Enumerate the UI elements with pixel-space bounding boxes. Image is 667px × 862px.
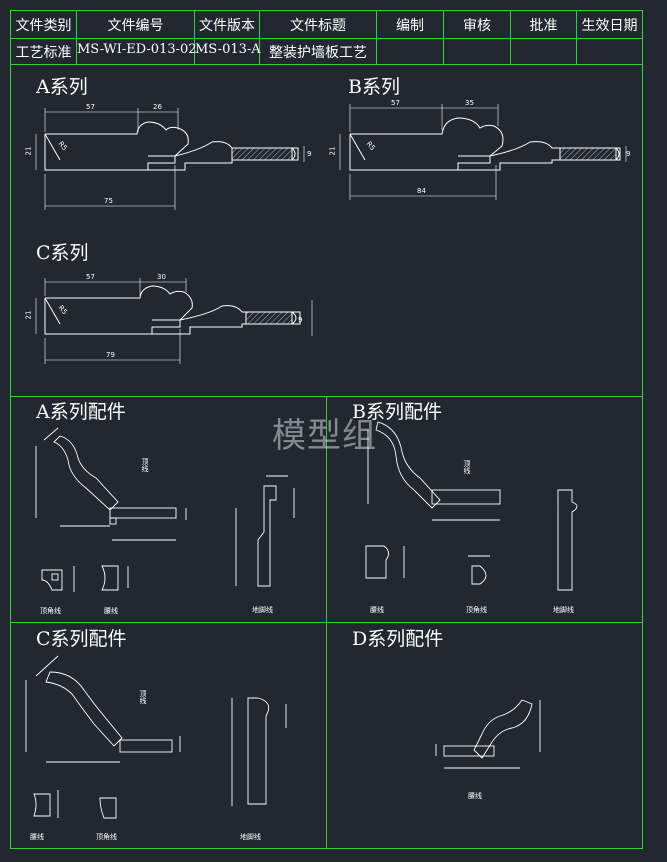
header-label-title: 文件标题 [290,18,346,34]
header-value-version: MS-013-A [195,42,261,57]
dim-a-9: 9 [307,150,312,158]
header-label-number: 文件编号 [107,18,164,34]
section-title-c: C系列 [36,242,89,264]
label-a-waist: 腰线 [104,607,118,615]
label-c-corner: 顶角线 [96,833,117,841]
label-b-corner: 顶角线 [466,606,487,614]
frame-grid [10,10,643,849]
label-c-waist: 腰线 [30,833,44,841]
dim-a-26: 26 [153,103,162,111]
label-c-top: 顶线 [139,690,147,704]
header-label-reviewed: 审核 [463,18,491,34]
header-value-number: MS-WI-ED-013-02 [77,42,197,57]
section-title-b-parts: B系列配件 [352,401,442,423]
parts-d [435,699,541,769]
label-a-corner: 顶角线 [40,607,61,615]
label-a-top: 顶线 [141,458,149,472]
section-title-a: A系列 [36,76,88,98]
dim-a-57: 57 [86,103,95,111]
dim-c-21: 21 [24,310,33,320]
watermark: 模型组 [272,416,377,456]
parts-c [25,655,287,819]
section-title-a-parts: A系列配件 [36,401,126,423]
dims-a [35,108,305,210]
dim-c-57: 57 [86,273,95,281]
section-title-d-parts: D系列配件 [352,628,444,650]
dim-b-35: 35 [465,99,474,107]
header-label-version: 文件版本 [199,18,255,34]
label-b-waist: 腰线 [370,606,384,614]
section-title-b: B系列 [348,76,400,98]
section-title-c-parts: C系列配件 [36,628,127,650]
label-c-skirting: 地脚线 [240,833,261,841]
profile-b [349,117,621,171]
header-value-category: 工艺标准 [15,45,72,61]
header-label-category: 文件类别 [15,18,72,34]
header-label-prepared: 编制 [396,18,424,34]
dims-b [339,104,627,200]
profile-c [44,285,301,335]
dim-c-9: 9 [298,316,303,324]
label-b-top: 顶线 [463,460,471,474]
dim-b-21: 21 [328,146,337,156]
label-d-waist: 腰线 [468,792,482,800]
profile-a [44,121,299,171]
dim-b-84: 84 [417,187,426,195]
parts-b [365,421,578,591]
header-label-effective-date: 生效日期 [581,18,638,34]
parts-a [35,427,295,592]
header-label-approved: 批准 [529,18,558,34]
dim-a-21: 21 [24,146,33,156]
dims-c [35,278,313,364]
label-a-skirting: 地脚线 [252,606,273,614]
dim-b-57: 57 [391,99,400,107]
dim-c-30: 30 [157,273,166,281]
label-b-skirting: 地脚线 [553,606,574,614]
header-value-title: 整装护墙板工艺 [269,45,367,61]
dim-b-9: 9 [626,150,631,158]
dim-c-79: 79 [106,351,115,359]
dim-a-75: 75 [104,197,113,205]
